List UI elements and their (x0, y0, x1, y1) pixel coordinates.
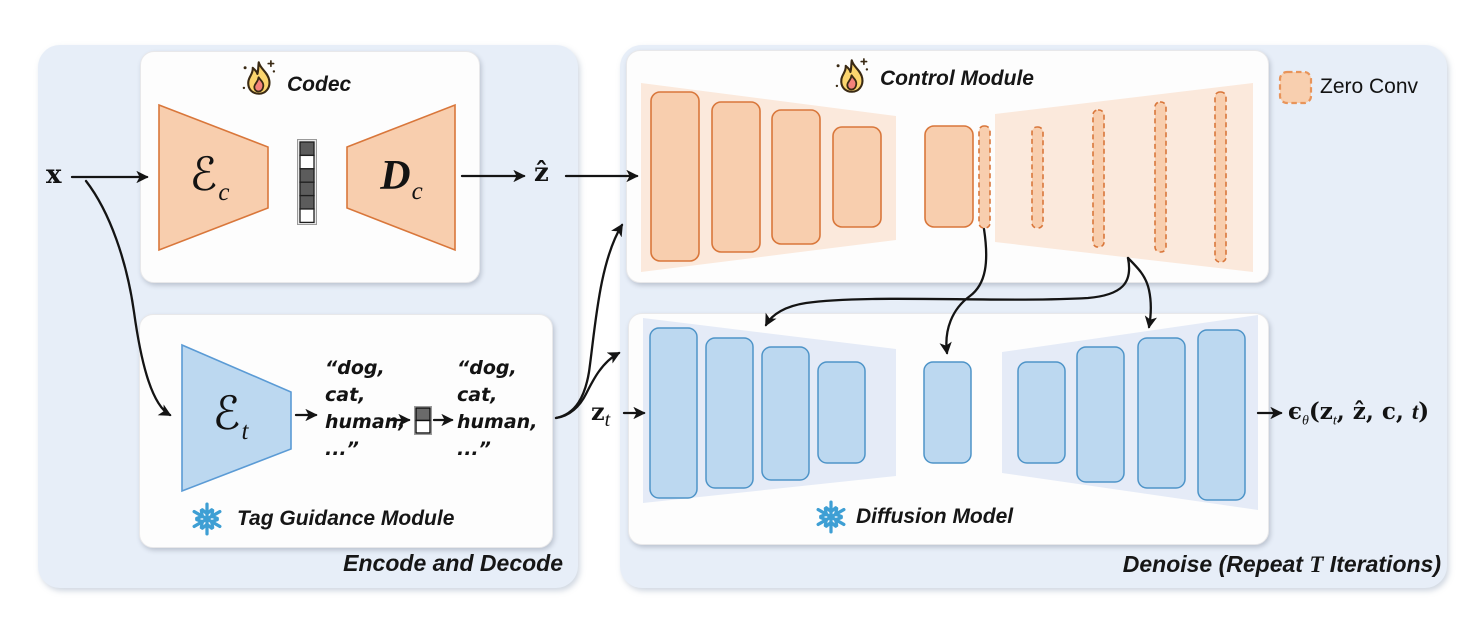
tag-token (414, 406, 432, 435)
arrow-control-to-decoder-skip (1126, 256, 1158, 329)
control-bottleneck-block (924, 125, 974, 228)
control-module-title: Control Module (880, 67, 1034, 90)
arrow-x-to-tag (84, 179, 172, 417)
denoise-caption: Denoise (Repeat T Iterations) (1122, 551, 1441, 577)
codec-token-stack (297, 139, 317, 225)
flame-icon-control (834, 57, 870, 93)
input-x-label: x (46, 160, 62, 190)
zero-conv-2 (1031, 126, 1044, 229)
diffusion-enc-block-2 (705, 337, 754, 489)
encoder-ec-label: ℰc (189, 147, 230, 206)
control-block-3 (771, 109, 821, 245)
arrow-control-to-encoder-skip (764, 256, 1131, 327)
control-block-4 (832, 126, 882, 228)
output-formula: ϵθ(zt, ẑ, c, t) (1288, 398, 1430, 429)
diffusion-decoder-bg (1002, 315, 1258, 510)
flame-icon-codec (241, 59, 277, 95)
codec-encoder-trapezoid (158, 103, 269, 252)
zero-conv-4 (1154, 101, 1167, 253)
diffusion-dec-block-3 (1137, 337, 1186, 489)
diffusion-dec-block-4 (1197, 329, 1246, 501)
zero-conv-label: Zero Conv (1320, 75, 1419, 98)
control-decoder-bg (995, 83, 1253, 272)
snowflake-icon-tag (190, 502, 224, 536)
zero-conv-5 (1214, 91, 1227, 263)
diffusion-dec-block-1 (1017, 361, 1066, 464)
diffusion-dec-block-2 (1076, 346, 1125, 483)
arrow-zeroconv-to-bottleneck (939, 227, 988, 355)
diffusion-enc-block-3 (761, 346, 810, 481)
latent-zhat-label: ẑ (534, 158, 549, 188)
tag-encoder-trapezoid (181, 343, 292, 493)
control-encoder-bg (641, 83, 896, 272)
codec-decoder-trapezoid (346, 103, 456, 252)
snowflake-icon-diffusion (814, 500, 848, 534)
decoder-dc-label: Dc (380, 153, 423, 205)
codec-title: Codec (287, 73, 352, 96)
zero-conv-legend-swatch (1278, 70, 1313, 105)
zero-conv-1 (978, 125, 991, 229)
diffusion-enc-block-1 (649, 327, 698, 499)
tag-guidance-title: Tag Guidance Module (237, 507, 455, 530)
encoder-et-label: ℰt (212, 386, 249, 445)
arrow-tag-to-control (554, 223, 624, 420)
diffusion-model-title: Diffusion Model (856, 505, 1014, 528)
diffusion-bottleneck-block (923, 361, 972, 464)
arrow-tag-to-diffusion (554, 351, 621, 420)
encode-decode-caption: Encode and Decode (343, 550, 563, 576)
tag-output-text-1: “dog, cat, human, ...” (325, 357, 406, 460)
control-block-1 (650, 91, 700, 262)
noisy-zt-label: zt (591, 397, 611, 431)
zero-conv-3 (1092, 109, 1105, 248)
tag-output-text-2: “dog, cat, human, ...” (457, 357, 538, 460)
control-block-2 (711, 101, 761, 253)
diffusion-enc-block-4 (817, 361, 866, 464)
